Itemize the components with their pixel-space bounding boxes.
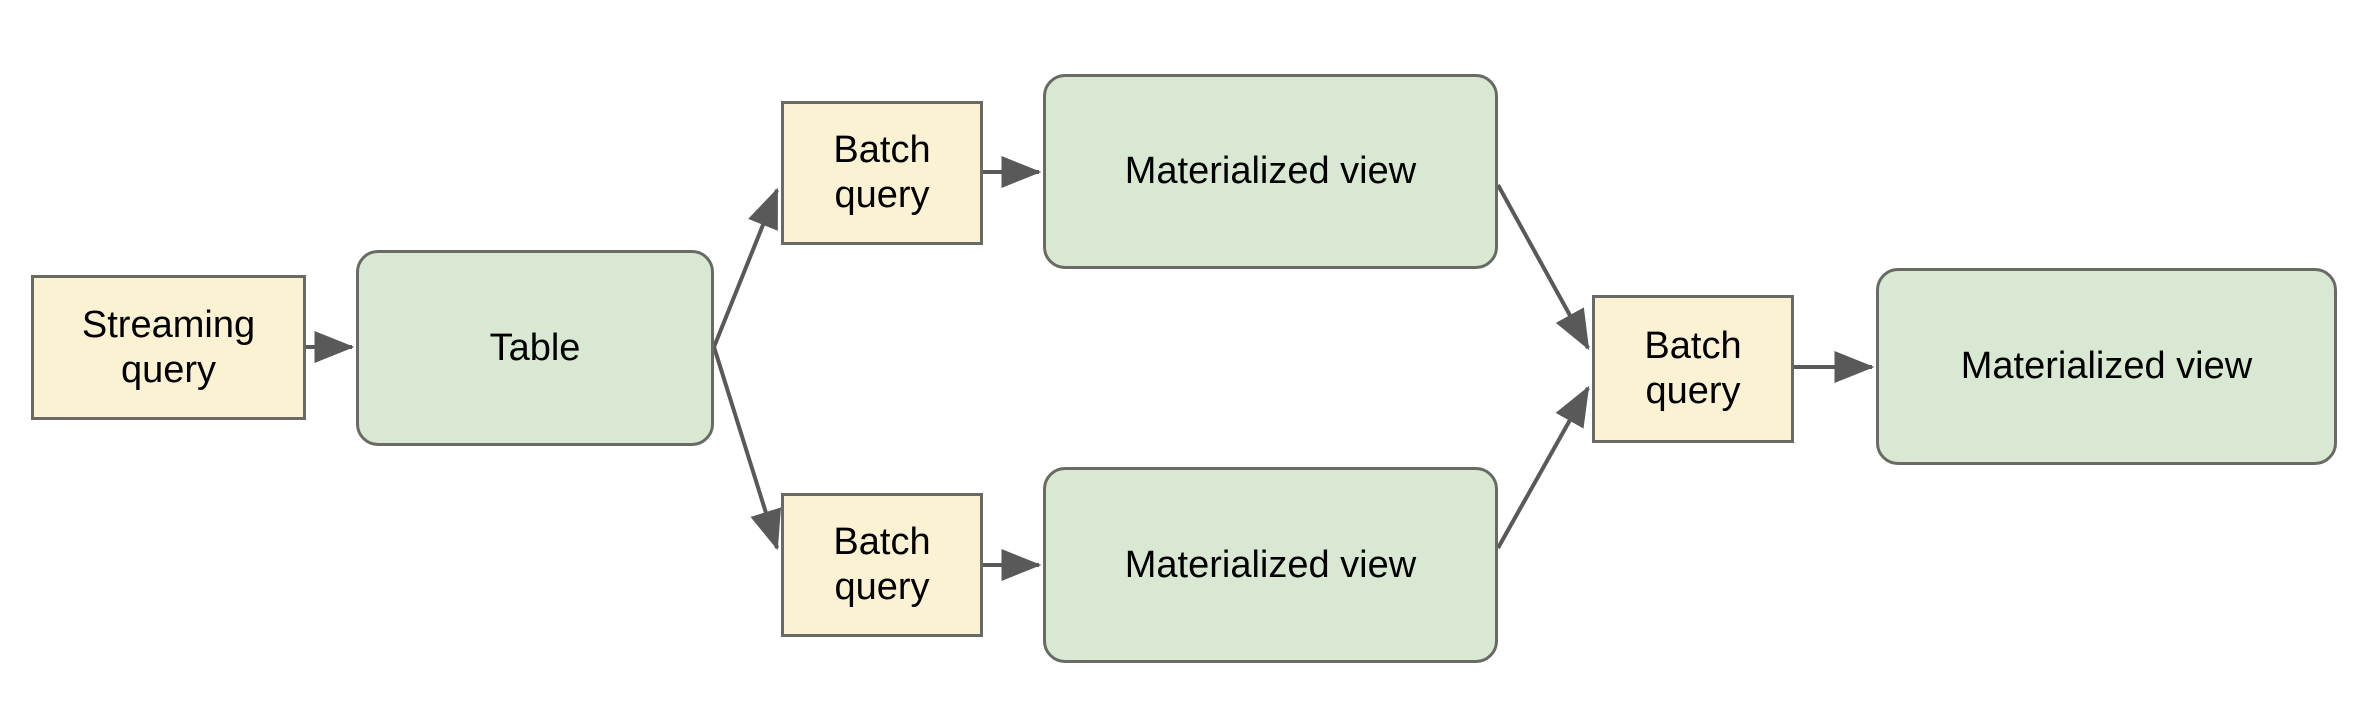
node-materialized-view-final-label: Materialized view: [1960, 345, 2253, 388]
node-materialized-view-top[interactable]: Materialized view: [1043, 74, 1498, 269]
node-materialized-view-bottom-label: Materialized view: [1124, 543, 1417, 586]
node-table[interactable]: Table: [356, 250, 714, 446]
node-batch-query-bottom[interactable]: Batch query: [781, 493, 983, 637]
edge-mv-top-to-batch-query-join: [1496, 184, 1590, 351]
node-streaming-query[interactable]: Streaming query: [31, 275, 306, 420]
edge-table-to-batch-query-bottom: [712, 346, 782, 551]
node-batch-query-top[interactable]: Batch query: [781, 101, 983, 245]
node-batch-query-join[interactable]: Batch query: [1592, 295, 1794, 443]
node-materialized-view-final[interactable]: Materialized view: [1876, 268, 2337, 465]
node-streaming-query-label: Streaming query: [81, 303, 256, 391]
node-table-label: Table: [489, 326, 581, 369]
node-materialized-view-top-label: Materialized view: [1124, 150, 1417, 193]
node-batch-query-bottom-label: Batch query: [833, 521, 931, 608]
edge-table-to-batch-query-top: [712, 187, 779, 348]
node-materialized-view-bottom[interactable]: Materialized view: [1043, 467, 1498, 663]
node-batch-query-top-label: Batch query: [833, 129, 931, 216]
node-batch-query-join-label: Batch query: [1644, 325, 1742, 412]
edge-mv-bottom-to-batch-query-join: [1496, 385, 1590, 549]
